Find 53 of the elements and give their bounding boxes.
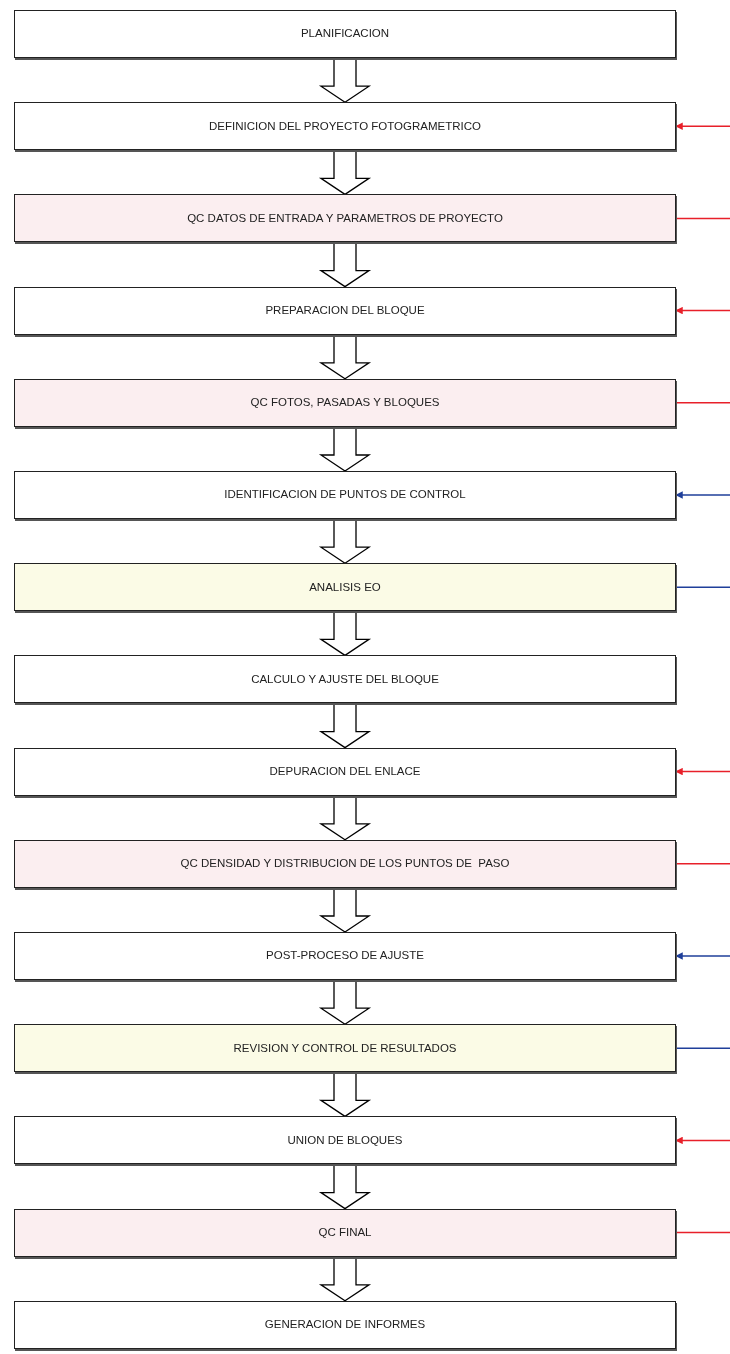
process-box	[14, 1116, 676, 1165]
down-arrow	[318, 1163, 372, 1210]
process-box	[14, 839, 676, 888]
down-arrow	[318, 1071, 372, 1118]
feedback-arrow	[675, 491, 730, 499]
feedback-line	[675, 217, 730, 220]
process-box	[14, 10, 676, 58]
feedback-line	[675, 586, 730, 588]
feedback-arrow	[675, 306, 730, 315]
step-label: CALCULO Y AJUSTE DEL BLOQUE	[251, 671, 439, 687]
feedback-arrow	[675, 767, 730, 776]
down-arrow	[318, 610, 372, 657]
process-box	[14, 194, 676, 243]
step-label: DEFINICION DEL PROYECTO FOTOGRAMETRICO	[209, 118, 481, 134]
feedback-arrow	[675, 952, 730, 960]
feedback-line	[675, 1047, 730, 1049]
process-box	[14, 747, 676, 796]
feedback-line	[675, 1231, 730, 1234]
step-label: DEPURACION DEL ENLACE	[269, 763, 421, 779]
down-arrow	[318, 149, 372, 196]
down-arrow	[318, 979, 372, 1025]
feedback-arrow	[675, 122, 730, 130]
down-arrow	[318, 426, 372, 472]
step-label: QC DATOS DE ENTRADA Y PARAMETROS DE PROYECTO	[187, 210, 503, 226]
process-box	[14, 563, 676, 612]
step-label: REVISION Y CONTROL DE RESULTADOS	[233, 1040, 457, 1056]
process-box	[14, 378, 676, 427]
step-label: QC DENSIDAD Y DISTRIBUCION DE LOS PUNTOS DE PASO	[180, 856, 510, 872]
process-box	[14, 1024, 676, 1073]
process-box	[14, 932, 676, 980]
step-label: POST-PROCESO DE AJUSTE	[266, 948, 424, 964]
down-arrow	[318, 518, 372, 564]
step-label: UNION DE BLOQUES	[287, 1132, 403, 1148]
step-label: GENERACION DE INFORMES	[264, 1317, 426, 1333]
process-box	[14, 102, 676, 151]
feedback-line	[675, 863, 730, 865]
step-label: IDENTIFICACION DE PUNTOS DE CONTROL	[224, 487, 466, 503]
process-box	[14, 286, 676, 335]
down-arrow	[318, 241, 372, 288]
down-arrow	[318, 887, 372, 933]
process-box	[14, 1300, 676, 1349]
step-label: PLANIFICACION	[300, 26, 390, 42]
process-box	[14, 655, 676, 704]
feedback-arrow	[675, 1136, 730, 1145]
step-label: QC FOTOS, PASADAS Y BLOQUES	[250, 395, 440, 411]
process-box	[14, 1208, 676, 1257]
down-arrow	[318, 57, 372, 103]
process-box	[14, 471, 676, 519]
step-label: QC FINAL	[318, 1224, 372, 1240]
feedback-line	[675, 402, 730, 404]
step-label: PREPARACION DEL BLOQUE	[265, 302, 425, 318]
step-label: ANALISIS EO	[309, 579, 381, 595]
down-arrow	[318, 702, 372, 749]
